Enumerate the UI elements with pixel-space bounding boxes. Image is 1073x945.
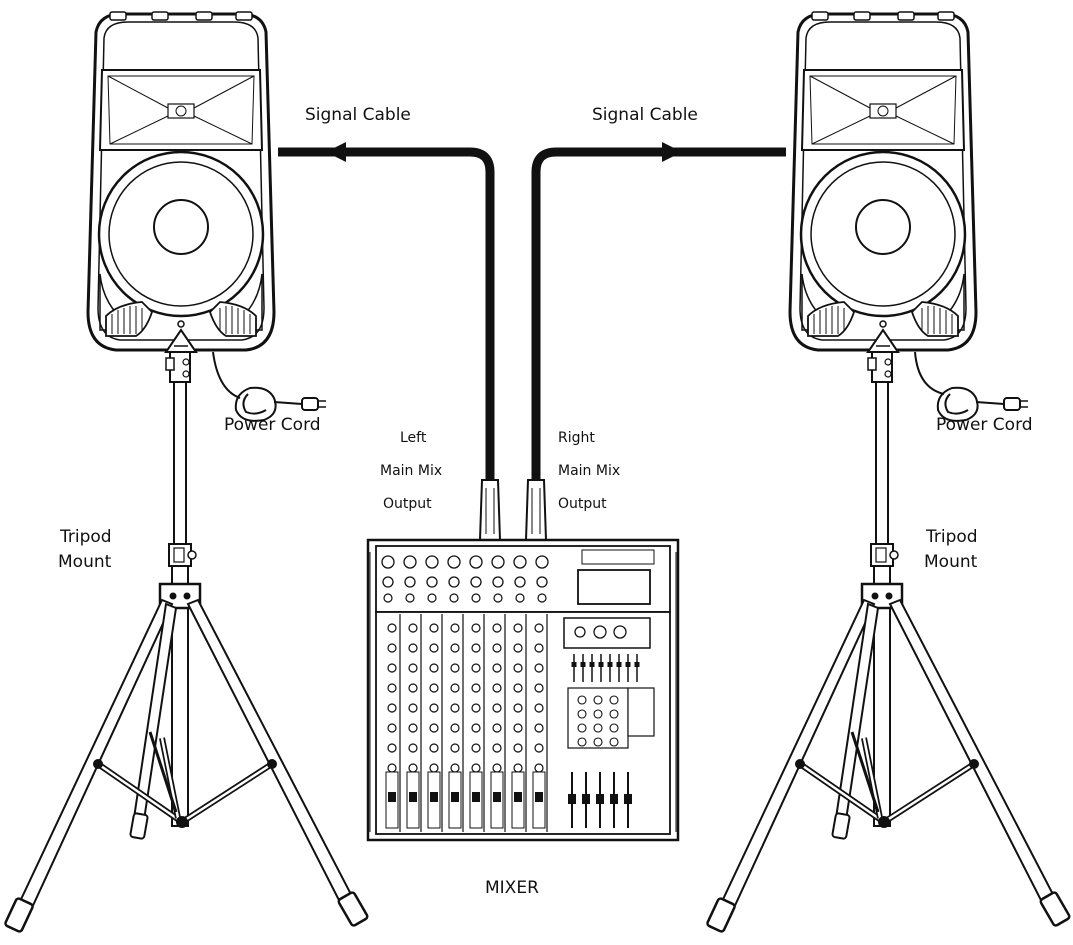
tripod-right-label-2: Mount <box>924 552 978 572</box>
right-tripod-stand <box>707 352 1071 932</box>
power-cord-right-label: Power Cord <box>936 415 1033 435</box>
mixer-label: MIXER <box>485 878 539 898</box>
right-power-cord <box>914 351 1029 422</box>
tripod-left-label-1: Tripod <box>59 527 112 547</box>
mixer-console <box>366 538 680 842</box>
left-power-cord <box>212 351 327 422</box>
right-signal-cable <box>531 142 786 505</box>
right-xlr-connector <box>524 479 548 541</box>
tripod-right-label-1: Tripod <box>925 527 978 547</box>
left-tripod-stand <box>5 352 369 932</box>
power-cord-left-label: Power Cord <box>224 415 321 435</box>
right-output-label-2: Main Mix <box>558 463 620 479</box>
tripod-left-label-2: Mount <box>58 552 112 572</box>
left-output-label-3: Output <box>383 496 432 512</box>
left-xlr-connector <box>478 479 502 541</box>
left-speaker <box>86 10 276 354</box>
signal-cable-left-label: Signal Cable <box>305 105 411 125</box>
right-output-label-1: Right <box>558 430 595 446</box>
left-signal-cable <box>278 142 495 505</box>
left-output-label-1: Left <box>400 430 427 446</box>
right-speaker <box>788 10 978 354</box>
signal-cable-right-label: Signal Cable <box>592 105 698 125</box>
left-output-label-2: Main Mix <box>380 463 442 479</box>
right-output-label-3: Output <box>558 496 607 512</box>
